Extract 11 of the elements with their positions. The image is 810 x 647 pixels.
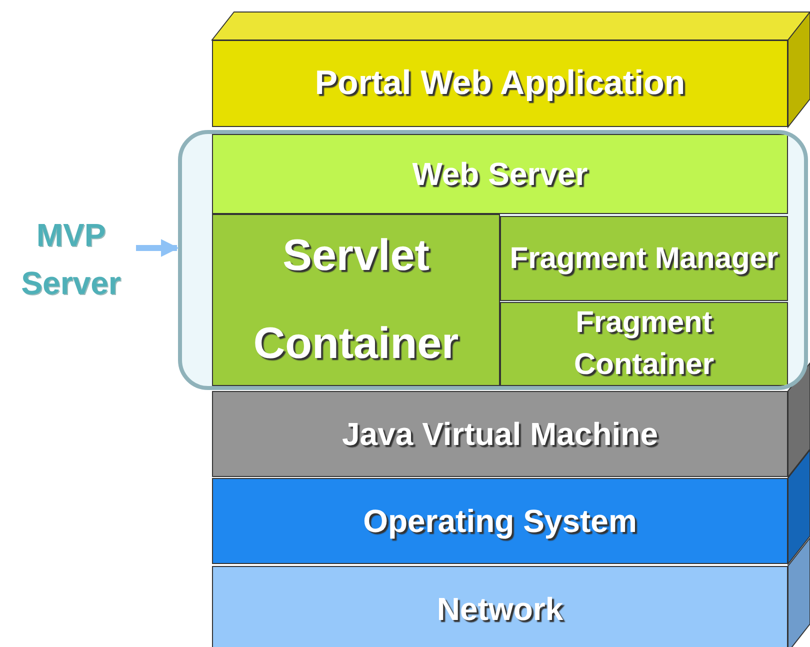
- layer-block: Operating System: [212, 478, 788, 564]
- layer-block: Portal Web Application: [212, 40, 788, 127]
- layer-block: Network: [212, 566, 788, 647]
- layer-block: Fragment Manager: [500, 216, 788, 301]
- side-label: MVP Server: [8, 215, 134, 303]
- layer-block: Web Server: [212, 134, 788, 214]
- arrow: [136, 239, 179, 257]
- layer-block: Fragment Container: [500, 302, 788, 386]
- server-frame: [178, 130, 808, 390]
- layer-block: Servlet Container: [212, 214, 500, 386]
- layer-block: Java Virtual Machine: [212, 391, 788, 477]
